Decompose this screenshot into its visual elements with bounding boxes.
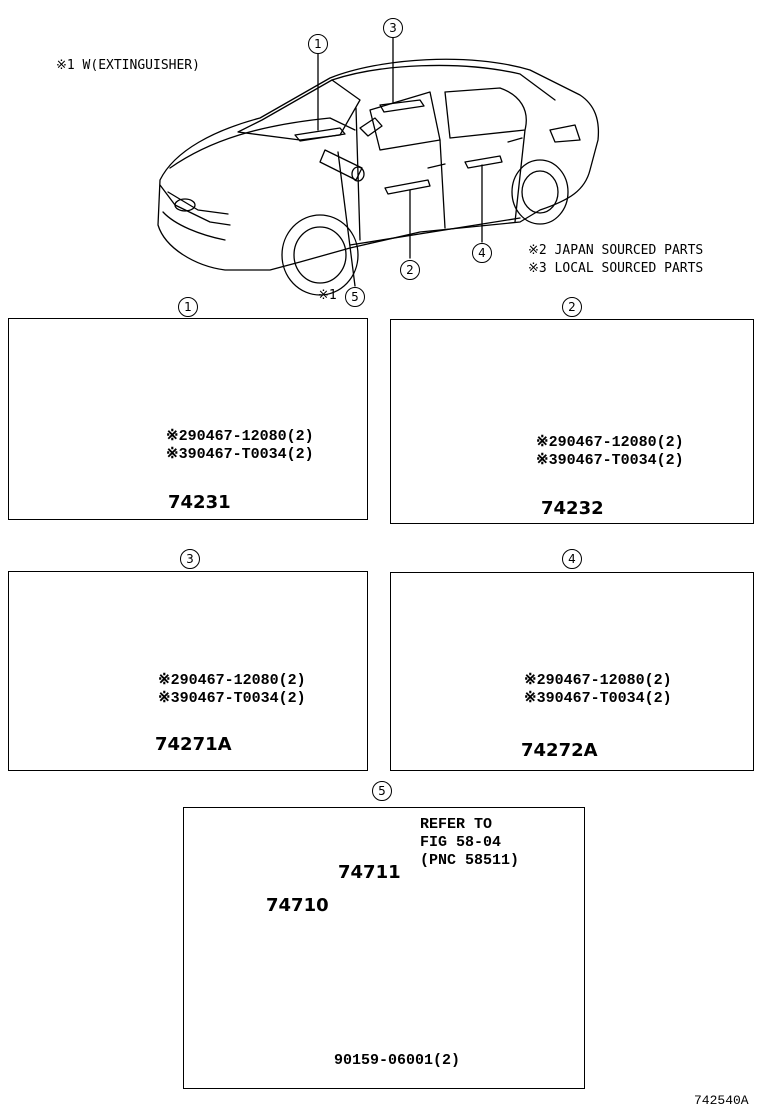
panel-2-main-part: 74232 [541, 498, 604, 519]
panel-3-number: 3 [180, 549, 200, 569]
panel-4-number: 4 [562, 549, 582, 569]
panel-3-part-a: ※290467-12080(2) [158, 672, 306, 689]
part-extinguisher-label: 74710 [266, 895, 329, 916]
note-japan-sourced: ※2 JAPAN SOURCED PARTS [528, 243, 704, 258]
panel-4 [390, 572, 754, 771]
callout-2: 2 [400, 260, 420, 280]
refer-line-1: REFER TO [420, 816, 493, 833]
panel-1-number: 1 [178, 297, 198, 317]
refer-line-2: FIG 58-04 [420, 834, 502, 851]
refer-line-3: (PNC 58511) [420, 852, 520, 869]
panel-4-part-a: ※290467-12080(2) [524, 672, 672, 689]
panel-2-part-a: ※290467-12080(2) [536, 434, 684, 451]
panel-2-number: 2 [562, 297, 582, 317]
panel-3-part-b: ※390467-T0034(2) [158, 690, 306, 707]
part-screw-label: 90159-06001(2) [334, 1052, 461, 1069]
callout-4: 4 [472, 243, 492, 263]
panel-5 [183, 807, 585, 1089]
panel-1 [8, 318, 368, 520]
panel-1-part-a: ※290467-12080(2) [166, 428, 314, 445]
callout-5-prefix: ※1 [318, 288, 337, 303]
panel-1-part-b: ※390467-T0034(2) [166, 446, 314, 463]
panel-4-part-b: ※390467-T0034(2) [524, 690, 672, 707]
car-illustration [157, 37, 600, 296]
panel-5-number: 5 [372, 781, 392, 801]
panel-1-main-part: 74231 [168, 492, 231, 513]
figure-id: 742540A [694, 1093, 749, 1108]
callout-5: 5 [345, 287, 365, 307]
callout-3: 3 [383, 18, 403, 38]
part-bracket-label: 74711 [338, 862, 401, 883]
panel-2-part-b: ※390467-T0034(2) [536, 452, 684, 469]
panel-2 [390, 319, 754, 524]
panel-3-main-part: 74271A [155, 734, 232, 755]
callout-1: 1 [308, 34, 328, 54]
note-local-sourced: ※3 LOCAL SOURCED PARTS [528, 261, 704, 276]
note-extinguisher: ※1 W(EXTINGUISHER) [56, 58, 200, 73]
panel-3 [8, 571, 368, 771]
panel-4-main-part: 74272A [521, 740, 598, 761]
